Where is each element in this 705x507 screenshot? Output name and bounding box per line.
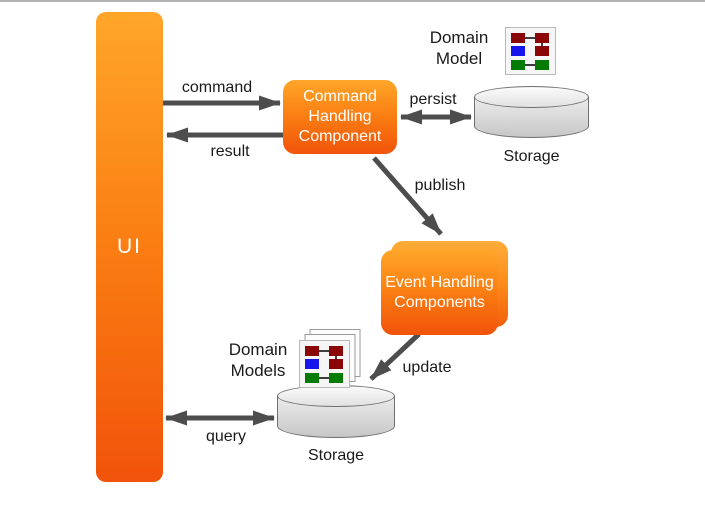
domain-model-label: Domain Model — [429, 28, 489, 68]
cylinder-top — [277, 385, 395, 407]
storage-top-cylinder-icon — [474, 86, 589, 138]
storage-bottom-label: Storage — [307, 447, 365, 464]
update-arrow — [369, 332, 421, 381]
update-edge-label: update — [402, 359, 452, 376]
storage-bottom-cylinder-icon — [277, 385, 395, 438]
ui-label: UI — [117, 235, 142, 258]
result-edge-label: result — [210, 143, 250, 160]
node-ui: UI — [96, 12, 163, 482]
top-border-rule — [0, 0, 705, 2]
domain-model-icon — [505, 27, 556, 75]
cylinder-top — [474, 86, 589, 108]
publish-edge-label: publish — [414, 177, 466, 194]
command-edge-label: command — [181, 79, 253, 96]
storage-top-label: Storage — [503, 148, 560, 165]
node-event-handling-components: Event Handling Components — [381, 250, 498, 335]
domain-models-stack-icon — [299, 329, 361, 388]
command-handling-label: Command Handling Component — [298, 88, 382, 145]
node-command-handling-component: Command Handling Component — [283, 80, 397, 154]
domain-models-label: Domain Models — [228, 340, 288, 380]
query-edge-label: query — [205, 428, 247, 445]
persist-edge-label: persist — [409, 91, 457, 108]
event-handling-label: Event Handling Components — [385, 273, 494, 311]
publish-arrow — [372, 156, 443, 236]
